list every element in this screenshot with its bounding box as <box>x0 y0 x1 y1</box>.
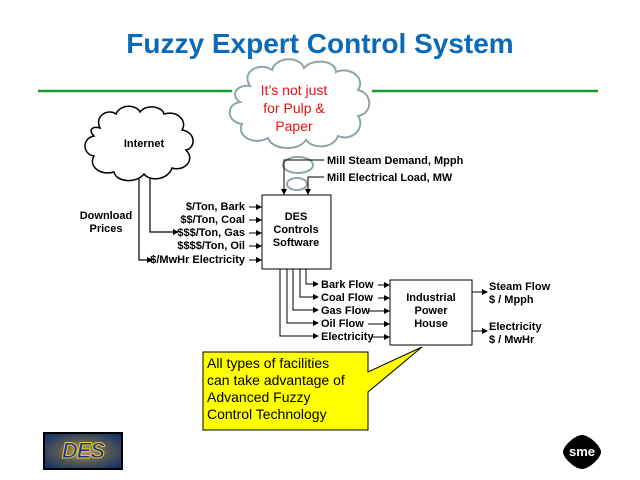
mill-steam-demand-line <box>281 159 324 195</box>
thought-bubble-large <box>282 156 314 174</box>
des-logo-text: DES <box>45 434 121 468</box>
callout-line1: All types of facilities <box>207 355 330 371</box>
callout-text: All types of facilities can take advanta… <box>207 355 377 423</box>
plant-output-electricity-line2: $ / MwHr <box>489 334 535 346</box>
price-input-oil: $$$$/Ton, Oil <box>177 240 245 252</box>
mill-electrical-load-line <box>305 176 324 195</box>
des-logo: DES <box>43 432 123 470</box>
internet-label: Internet <box>124 138 165 150</box>
callout-line4: Control Technology <box>207 406 327 422</box>
thought-bubble-medium <box>286 177 308 191</box>
thought-cloud-line2: for Pulp & <box>263 100 325 116</box>
controller-label-line1: DES <box>285 211 308 223</box>
thought-cloud-text: It’s not just for Pulp & Paper <box>238 81 350 135</box>
thought-cloud-line3: Paper <box>275 118 313 134</box>
callout-box <box>202 346 423 431</box>
download-label-line2: Prices <box>89 223 122 235</box>
controller-label-line2: Controls <box>273 224 318 236</box>
controller-label-line3: Software <box>273 237 319 249</box>
plant-output-electricity-line1: Electricity <box>489 321 542 333</box>
callout-line3: Advanced Fuzzy <box>207 389 311 405</box>
flow-line-gas <box>292 269 319 313</box>
flow-output-coal: Coal Flow <box>321 292 373 304</box>
price-input-electricity: $/MwHr Electricity <box>150 254 246 266</box>
flow-line-electricity <box>279 269 319 339</box>
callout-line2: can take advantage of <box>207 372 345 388</box>
mill-input-electrical-load: Mill Electrical Load, MW <box>327 172 453 184</box>
thought-cloud-line1: It’s not just <box>260 82 328 98</box>
internet-to-gas-line <box>149 178 179 235</box>
flow-line-coal <box>299 269 319 300</box>
internet-to-electricity-line <box>138 178 153 263</box>
flow-output-oil: Oil Flow <box>321 318 364 330</box>
flow-line-bark <box>305 269 319 287</box>
sme-logo-text: sme <box>569 444 595 459</box>
price-input-bark: $/Ton, Bark <box>186 201 246 213</box>
internet-cloud: Internet <box>84 105 194 182</box>
flow-output-bark: Bark Flow <box>321 279 374 291</box>
controller-box <box>261 194 332 270</box>
plant-output-steam-line2: $ / Mpph <box>489 294 534 306</box>
price-input-gas: $$$/Ton, Gas <box>177 227 245 239</box>
download-label-line1: Download <box>80 210 133 222</box>
plant-output-steam-line1: Steam Flow <box>489 281 551 293</box>
power-house-label-line2: Power <box>414 305 448 317</box>
flow-output-gas: Gas Flow <box>321 305 370 317</box>
power-house-label-line3: House <box>414 318 448 330</box>
price-input-coal: $$/Ton, Coal <box>180 214 245 226</box>
flow-output-electricity: Electricity <box>321 331 374 343</box>
flow-line-oil <box>286 269 319 326</box>
power-house-label-line1: Industrial <box>406 292 456 304</box>
sme-logo: sme <box>563 435 601 469</box>
mill-input-steam-demand: Mill Steam Demand, Mpph <box>327 155 464 167</box>
slide-title: Fuzzy Expert Control System <box>126 28 514 59</box>
power-house-box <box>389 279 473 346</box>
